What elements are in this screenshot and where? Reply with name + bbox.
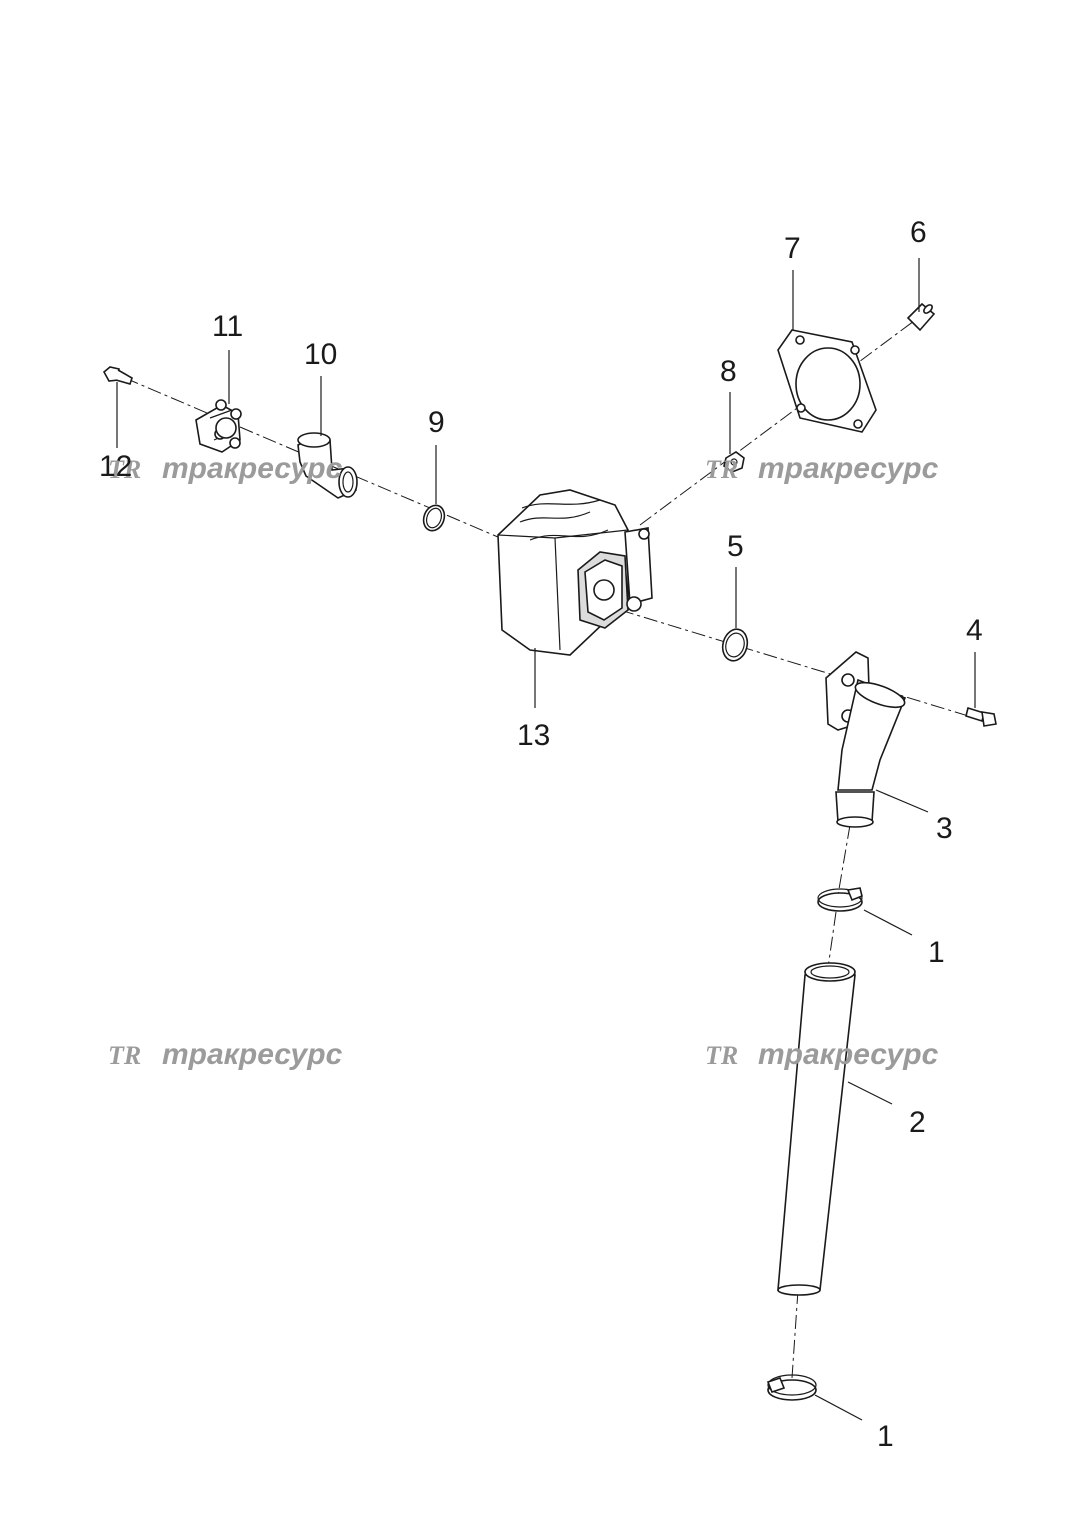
leader-3	[875, 789, 929, 813]
callout-11: 11	[212, 310, 243, 343]
o-ring-part-5	[721, 628, 749, 662]
callout-10: 10	[304, 338, 337, 371]
watermark-text: тракресурс	[162, 452, 343, 485]
vertical-axis-lower	[791, 1289, 799, 1379]
callout-7: 7	[784, 232, 801, 265]
watermark-logo: TR	[705, 455, 738, 484]
callout-12: 12	[99, 450, 132, 483]
callout-1-lower: 1	[877, 1420, 894, 1453]
watermark-top-right: TR тракресурс	[705, 452, 939, 485]
main-axis	[619, 609, 976, 719]
leader-2	[847, 1081, 893, 1105]
elbow-pipe-part-3	[825, 651, 907, 828]
watermark-text: тракресурс	[758, 452, 939, 485]
pin-part-6	[906, 302, 936, 332]
drive-axis	[639, 317, 919, 526]
flange-part-11	[195, 399, 242, 453]
watermark-logo: TR	[108, 455, 141, 484]
watermark-logo: TR	[705, 1041, 738, 1070]
callout-9: 9	[428, 406, 445, 439]
elbow-fitting-part-10	[297, 432, 358, 499]
leader-lines	[116, 258, 976, 1421]
callout-labels: 1 1 2 3 4 5 6 7 8 9 10 11 12 13	[99, 216, 983, 1453]
callout-4: 4	[966, 614, 983, 647]
vertical-axis-middle	[827, 911, 837, 969]
leader-1a	[863, 909, 913, 936]
hose-clamp-lower-part-1	[766, 1374, 817, 1401]
bolt-part-4	[965, 706, 997, 727]
watermark-text: тракресурс	[758, 1038, 939, 1071]
callout-13: 13	[517, 719, 550, 752]
hose-clamp-upper-part-1	[817, 887, 863, 912]
pump-body-part-13	[497, 489, 653, 656]
callout-8: 8	[720, 355, 737, 388]
vertical-axis-upper	[837, 824, 851, 896]
callout-3: 3	[936, 812, 953, 845]
bolt-part-12	[102, 366, 133, 385]
watermark-text: тракресурс	[162, 1038, 343, 1071]
watermark-bottom-left: TR тракресурс	[108, 1038, 343, 1071]
callout-5: 5	[727, 530, 744, 563]
watermark-top-left: TR тракресурс	[108, 452, 343, 485]
watermark-logo: TR	[108, 1041, 141, 1070]
callout-2: 2	[909, 1106, 926, 1139]
hose-part-2	[777, 962, 856, 1296]
nut-part-8	[723, 451, 745, 473]
watermark-bottom-right: TR тракресурс	[705, 1038, 939, 1071]
gasket-part-7	[777, 329, 877, 433]
callout-6: 6	[910, 216, 927, 249]
o-ring-part-9	[422, 504, 446, 532]
callout-1-upper: 1	[928, 936, 945, 969]
leader-1b	[814, 1394, 863, 1421]
